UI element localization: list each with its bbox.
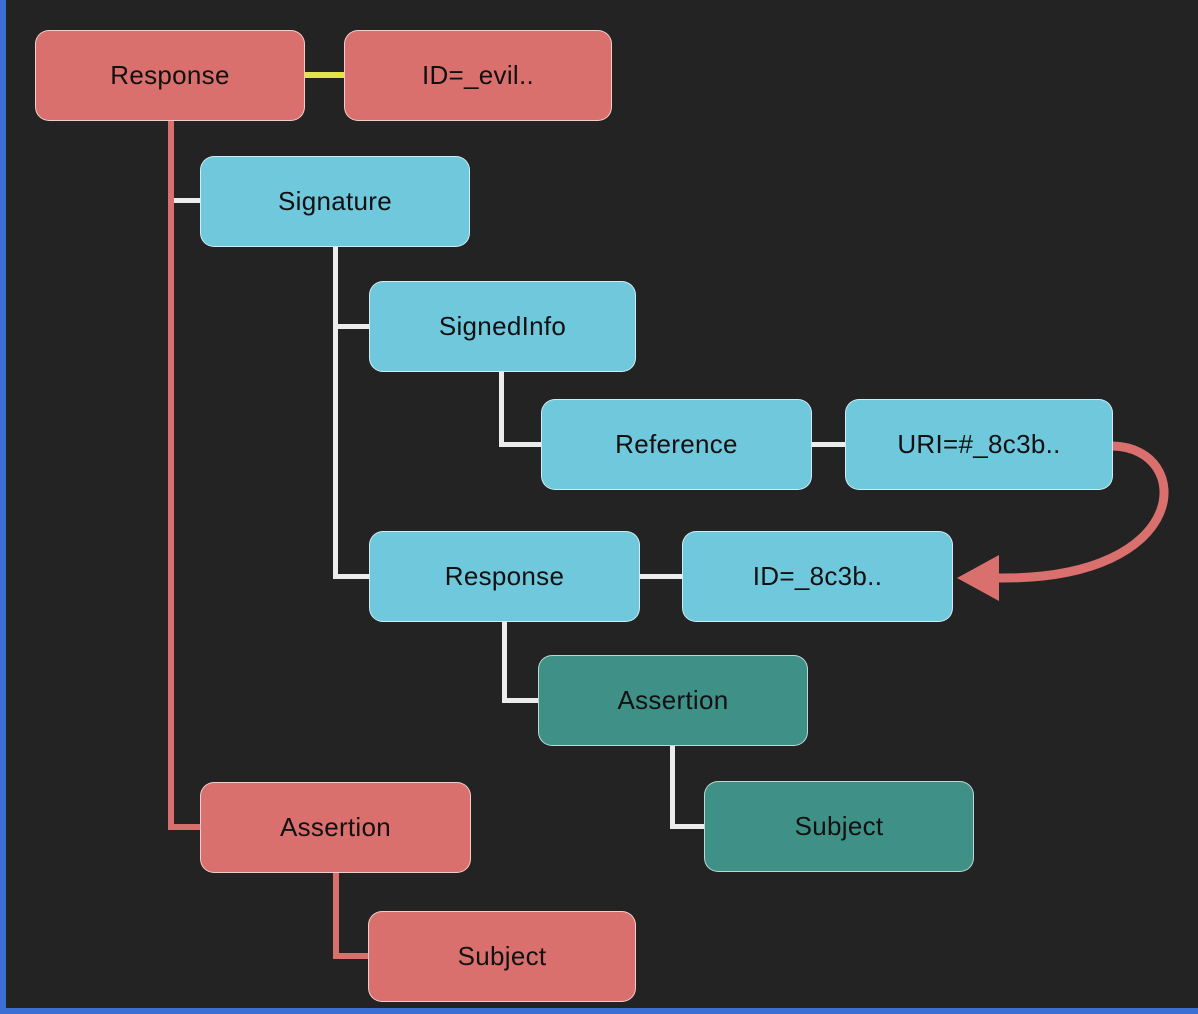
node-label: SignedInfo — [438, 311, 567, 341]
connector-tick-signature — [174, 198, 200, 203]
connector-assertion-signed-trunk — [670, 746, 675, 829]
connector-response-signed-trunk — [502, 622, 507, 703]
node-label: Signature — [278, 186, 392, 216]
node-assertion-signed: Assertion — [538, 655, 808, 746]
connector-signedinfo-trunk — [499, 372, 504, 447]
node-label: Response — [444, 561, 565, 591]
node-id-signed: ID=_8c3b.. — [682, 531, 953, 622]
connector-tick-signedinfo — [338, 324, 369, 329]
node-label: ID=_evil.. — [421, 60, 535, 90]
connector-response-idattr-highlight — [305, 72, 344, 78]
node-label: Reference — [615, 429, 738, 459]
node-signature: Signature — [200, 156, 470, 247]
connector-reference-uri — [812, 442, 845, 447]
node-label: Assertion — [617, 685, 729, 715]
connector-attack-trunk — [168, 121, 174, 830]
node-response-signed: Response — [369, 531, 640, 622]
connector-tick-subject-attack — [339, 953, 368, 959]
node-label: URI=#_8c3b.. — [897, 429, 1061, 459]
node-label: Subject — [457, 941, 547, 971]
connector-response-idattr-signed — [640, 574, 682, 579]
node-uri: URI=#_8c3b.. — [845, 399, 1113, 490]
connector-tick-response-signed — [338, 574, 369, 579]
arrowhead-icon — [957, 555, 999, 601]
node-label: Subject — [794, 811, 884, 841]
node-label: Assertion — [279, 812, 392, 842]
connector-tick-assertion-attack — [174, 824, 200, 830]
connector-tick-subject-signed — [675, 824, 704, 829]
node-label: Response — [110, 60, 230, 90]
node-id-attack: ID=_evil.. — [344, 30, 612, 121]
node-assertion-attack: Assertion — [200, 782, 471, 873]
node-signedinfo: SignedInfo — [369, 281, 636, 372]
frame-edge-bottom — [0, 1008, 1198, 1014]
node-label: ID=_8c3b.. — [752, 561, 883, 591]
node-response-attack: Response — [35, 30, 305, 121]
node-reference: Reference — [541, 399, 812, 490]
connector-tick-assertion-signed — [507, 698, 538, 703]
node-subject-signed: Subject — [704, 781, 974, 872]
node-subject-attack: Subject — [368, 911, 636, 1002]
frame-edge-left — [0, 0, 6, 1014]
connector-assertion-attack-trunk — [333, 873, 339, 959]
connector-signature-trunk — [333, 247, 338, 579]
connector-tick-reference — [504, 442, 541, 447]
